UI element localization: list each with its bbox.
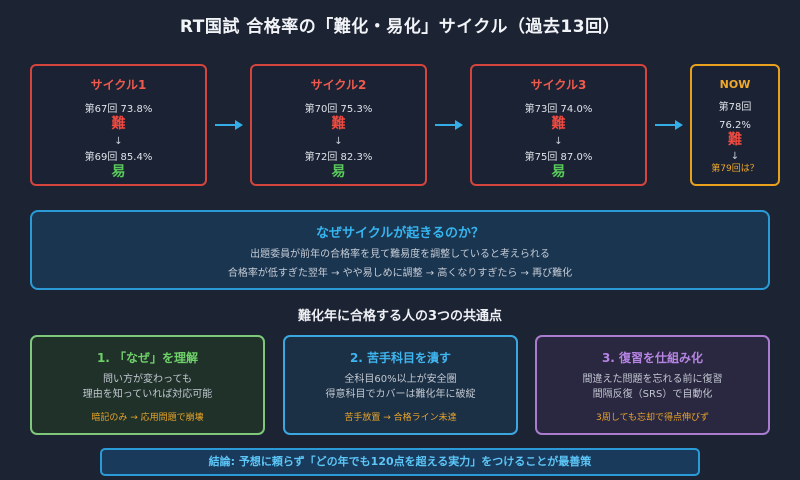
down-arrow-icon: ↓ bbox=[554, 136, 563, 147]
card-line: 得意科目でカバーは難化年に破綻 bbox=[325, 389, 476, 400]
conclusion-banner: 結論: 予想に頼らず「どの年でも120点を超える実力」をつけることが最善策 bbox=[100, 448, 700, 476]
easy-year-line: 第75回 87.0% bbox=[524, 152, 593, 163]
why-title: なぜサイクルが起きるのか？ bbox=[315, 226, 485, 241]
card-line: 全科目60%以上が安全圏 bbox=[344, 374, 457, 385]
cycle-box-3: サイクル3 第73回 74.0% 難 ↓ 第75回 87.0% 易 bbox=[470, 64, 647, 186]
card-note: 苦手放置 → 合格ライン未達 bbox=[344, 413, 457, 423]
page-title: RT国試 合格率の「難化・易化」サイクル（過去13回） bbox=[179, 17, 621, 37]
cycle-box-1: サイクル1 第67回 73.8% 難 ↓ 第69回 85.4% 易 bbox=[30, 64, 207, 186]
card-line: 間隔反復（SRS）で自動化 bbox=[592, 389, 713, 400]
next-round-question: 第79回は？ bbox=[711, 164, 759, 174]
hard-marker: 難 bbox=[111, 116, 126, 132]
hard-marker: 難 bbox=[551, 116, 566, 132]
card-line: 問い方が変わっても bbox=[103, 374, 192, 385]
easy-year-line: 第72回 82.3% bbox=[304, 152, 373, 163]
right-arrow-icon bbox=[655, 120, 683, 130]
cycle-box-2: サイクル2 第70回 75.3% 難 ↓ 第72回 82.3% 易 bbox=[250, 64, 427, 186]
why-explanation-2: 合格率が低すぎた翌年 → やや易しめに調整 → 高くなりすぎたら → 再び難化 bbox=[227, 268, 573, 279]
card-title: 1. 「なぜ」を理解 bbox=[96, 351, 199, 365]
section-title: 難化年に合格する人の3つの共通点 bbox=[297, 309, 503, 324]
common-point-card-3: 3. 復習を仕組み化 間違えた問題を忘れる前に復習 間隔反復（SRS）で自動化 … bbox=[535, 335, 770, 435]
now-label: NOW bbox=[719, 78, 751, 91]
card-title: 2. 苦手科目を潰す bbox=[349, 351, 452, 365]
hard-marker: 難 bbox=[728, 132, 742, 148]
hard-year-line: 第73回 74.0% bbox=[524, 104, 593, 115]
why-cycle-box: なぜサイクルが起きるのか？ 出題委員が前年の合格率を見て難易度を調整していると考… bbox=[30, 210, 770, 290]
now-rate: 76.2% bbox=[719, 120, 751, 131]
right-arrow-icon bbox=[215, 120, 243, 130]
easy-marker: 易 bbox=[331, 164, 346, 180]
card-title: 3. 復習を仕組み化 bbox=[601, 351, 704, 365]
why-explanation-1: 出題委員が前年の合格率を見て難易度を調整していると考えられる bbox=[250, 249, 550, 260]
easy-year-line: 第69回 85.4% bbox=[84, 152, 153, 163]
right-arrow-icon bbox=[435, 120, 463, 130]
now-box: NOW 第78回 76.2% 難 ↓ 第79回は？ bbox=[690, 64, 780, 186]
common-point-card-2: 2. 苦手科目を潰す 全科目60%以上が安全圏 得意科目でカバーは難化年に破綻 … bbox=[283, 335, 518, 435]
cycle-label: サイクル3 bbox=[530, 78, 587, 92]
easy-marker: 易 bbox=[551, 164, 566, 180]
hard-year-line: 第67回 73.8% bbox=[84, 104, 153, 115]
cycle-label: サイクル2 bbox=[310, 78, 367, 92]
hard-marker: 難 bbox=[331, 116, 346, 132]
cycle-label: サイクル1 bbox=[90, 78, 147, 92]
down-arrow-icon: ↓ bbox=[114, 136, 123, 147]
down-arrow-icon: ↓ bbox=[730, 151, 740, 162]
hard-year-line: 第70回 75.3% bbox=[304, 104, 373, 115]
card-note: 3周しても忘却で得点伸びず bbox=[595, 413, 709, 423]
card-note: 暗記のみ → 応用問題で崩壊 bbox=[91, 413, 204, 423]
easy-marker: 易 bbox=[111, 164, 126, 180]
common-point-card-1: 1. 「なぜ」を理解 問い方が変わっても 理由を知っていれば対応可能 暗記のみ … bbox=[30, 335, 265, 435]
down-arrow-icon: ↓ bbox=[334, 136, 343, 147]
card-line: 間違えた問題を忘れる前に復習 bbox=[582, 374, 723, 385]
now-round: 第78回 bbox=[718, 102, 752, 113]
card-line: 理由を知っていれば対応可能 bbox=[82, 389, 213, 400]
